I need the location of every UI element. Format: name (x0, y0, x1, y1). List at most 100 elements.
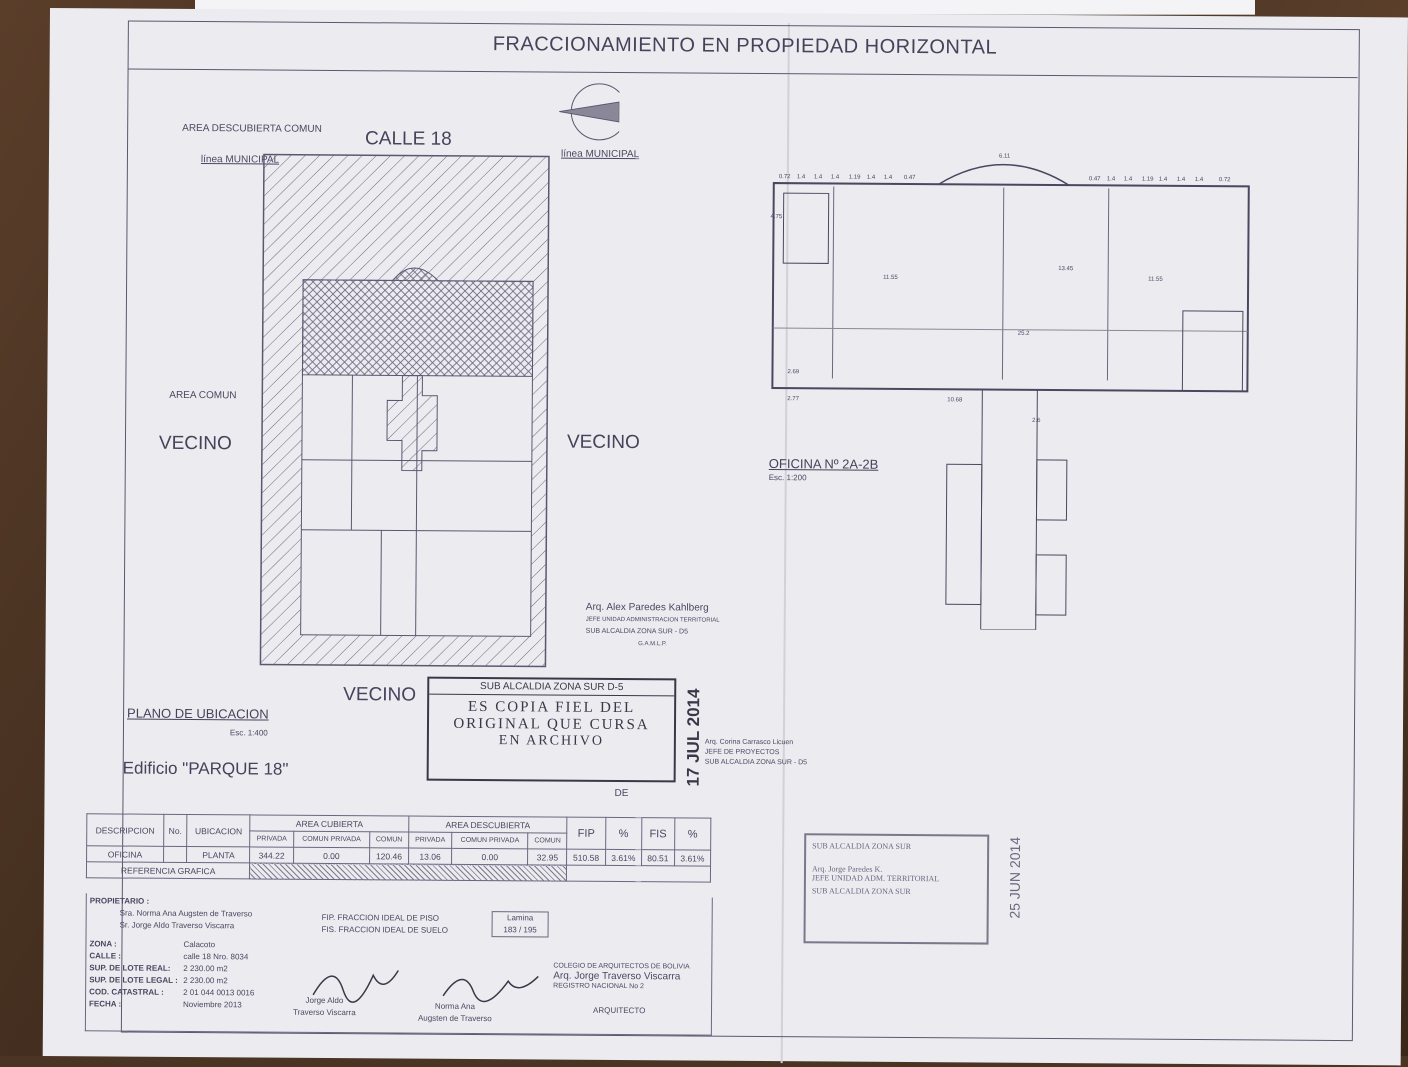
building-name: Edificio "PARQUE 18" (122, 758, 289, 779)
cell-privada: 344.22 (249, 846, 294, 864)
cell-pct1: 3.61% (605, 849, 642, 866)
street-label: CALLE 18 (365, 128, 452, 150)
stamp-de: DE (614, 787, 629, 800)
arq1-gamlp: G.A.M.L.P. (638, 641, 667, 648)
dimension-label: 1.4 (814, 174, 823, 180)
vecino-bottom-label: VECINO (343, 684, 417, 706)
th-area-descubierta: AREA DESCUBIERTA (408, 816, 568, 834)
th-comun2: COMUN (528, 832, 568, 850)
stamp-line1: SUB ALCALDIA ZONA SUR D-5 (429, 678, 675, 697)
owner2: Sr. Jorge Aldo Traverso Viscarra (119, 920, 235, 931)
referencia-empty (566, 865, 711, 883)
site-plan-title: PLANO DE UBICACION (127, 705, 269, 722)
th-fip: FIP (566, 817, 606, 850)
dimension-label: 25.2 (1018, 331, 1030, 337)
dimension-label: 0.72 (1219, 177, 1231, 183)
dimension-label: 1.4 (1159, 177, 1168, 183)
office-scale: Esc. 1:200 (768, 473, 807, 483)
site-plan-drawing (259, 153, 550, 668)
sup-real-label: SUP. DE LOTE REAL: (89, 963, 171, 973)
catastral-label: COD. CATASTRAL : (89, 987, 164, 997)
lamina-label: Lamina (507, 913, 534, 923)
dimension-label: 1.4 (1195, 177, 1204, 183)
sup-legal-label: SUP. DE LOTE LEGAL : (89, 975, 178, 985)
lamina-box: Lamina 183 / 195 (491, 911, 549, 938)
cell-fip: 510.58 (566, 849, 606, 866)
dimension-label: 1.4 (884, 175, 893, 181)
page-title: FRACCIONAMIENTO EN PROPIEDAD HORIZONTAL (492, 33, 998, 59)
stamp-line2: ES COPIA FIEL DEL (467, 698, 636, 717)
architect-reg: REGISTRO NACIONAL No 2 (553, 982, 644, 991)
area-descubierta-label: AREA DESCUBIERTA COMUN (182, 122, 322, 135)
referencia-grafica: REFERENCIA GRAFICA (86, 861, 250, 879)
dimension-label: 2.69 (787, 369, 799, 375)
dimension-label: 1.4 (797, 174, 806, 180)
received-stamp: SUB ALCALDIA ZONA SUR Arq. Jorge Paredes… (803, 833, 990, 945)
arq2-sub: SUB ALCALDIA ZONA SUR - D5 (704, 758, 808, 767)
th-comun: COMUN (369, 831, 409, 849)
th-ubicacion: UBICACION (186, 814, 251, 847)
zona-label: ZONA : (89, 939, 117, 949)
fis-legend: FIS. FRACCION IDEAL DE SUELO (321, 924, 449, 935)
site-plan-scale: Esc. 1:400 (229, 728, 268, 738)
sig2-sub: Augsten de Traverso (417, 1013, 492, 1024)
owner-block: PROPIETARIO : Sra. Norma Ana Augsten de … (90, 895, 290, 932)
cell-pct2: 3.61% (674, 849, 711, 867)
dimension-label: 2.77 (787, 396, 799, 402)
arq2-role: JEFE DE PROYECTOS (704, 748, 780, 757)
cell-privada2: 13.06 (408, 848, 452, 865)
stamp2-line3: JEFE UNIDAD ADM. TERRITORIAL (811, 873, 940, 884)
property-labels: ZONA : CALLE : SUP. DE LOTE REAL: SUP. D… (89, 938, 178, 1011)
fraction-legend: FIP. FRACCION IDEAL DE PISO FIS. FRACCIO… (322, 912, 449, 937)
cell-comun2: 32.95 (527, 848, 567, 866)
dimension-label: 0.47 (1089, 176, 1101, 182)
dimension-label: 4.75 (771, 214, 783, 220)
sup-legal-value: 2 230.00 m2 (183, 975, 228, 986)
fecha-value: Noviembre 2013 (183, 999, 242, 1010)
cell-ubicacion: PLANTA (186, 846, 251, 863)
document-sheet: FRACCIONAMIENTO EN PROPIEDAD HORIZONTAL … (42, 8, 1408, 1066)
stamp2-date: 25 JUN 2014 (1006, 836, 1024, 919)
north-arrow-icon (559, 83, 620, 141)
th-no: No. (163, 814, 188, 847)
dimension-label: 1.4 (1177, 177, 1186, 183)
dimension-label: 10.68 (947, 397, 963, 403)
area-table: DESCRIPCION No. UBICACION AREA CUBIERTA … (86, 813, 711, 883)
architect-block: COLEGIO DE ARQUITECTOS DE BOLIVIA Arq. J… (553, 962, 690, 1017)
sup-real-value: 2 230.00 m2 (183, 963, 228, 974)
cell-comun-privada2: 0.00 (451, 848, 529, 865)
dimension-label: 6.11 (999, 154, 1011, 160)
zona-value: Calacoto (183, 939, 216, 950)
dimension-label: 1.4 (1107, 176, 1116, 182)
th-fis: FIS (641, 817, 675, 850)
referencia-hatch (249, 862, 567, 882)
vecino-left-label: VECINO (158, 432, 232, 455)
handwritten-signatures (312, 970, 539, 1003)
lamina-value: 183 / 195 (503, 925, 537, 935)
th-comun-privada2: COMUN PRIVADA (451, 832, 529, 849)
dimension-label: 13.45 (1058, 266, 1074, 272)
copy-stamp: SUB ALCALDIA ZONA SUR D-5 ES COPIA FIEL … (426, 676, 677, 783)
catastral-value: 2 01 044 0013 0016 (183, 987, 255, 998)
stamp-line4: EN ARCHIVO (498, 733, 605, 749)
dimension-label: 1.4 (1124, 177, 1133, 183)
architect-label: ARQUITECTO (592, 1005, 646, 1016)
area-comun-label: AREA COMUN (169, 389, 237, 402)
stamp-date: 17 JUL 2014 (683, 688, 704, 787)
th-privada: PRIVADA (250, 830, 294, 848)
dimension-label: 0.72 (779, 174, 791, 180)
th-pct2: % (674, 817, 711, 851)
arq1-name: Arq. Alex Paredes Kahlberg (585, 601, 709, 614)
dimension-label: 2.6 (1032, 418, 1041, 424)
fecha-label: FECHA : (89, 999, 122, 1009)
property-values: Calacoto calle 18 Nro. 8034 2 230.00 m2 … (183, 939, 255, 1011)
arq2-block: Arq. Corina Carrasco Licuen JEFE DE PROY… (705, 738, 808, 769)
dimension-label: 11.55 (1148, 277, 1163, 283)
th-area-cubierta: AREA CUBIERTA (250, 814, 409, 833)
th-descripcion: DESCRIPCION (86, 813, 164, 847)
calle-value: calle 18 Nro. 8034 (183, 951, 249, 962)
arq2-name: Arq. Corina Carrasco Licuen (704, 738, 794, 747)
th-comun-privada: COMUN PRIVADA (293, 831, 370, 848)
arq1-block: Arq. Alex Paredes Kahlberg JEFE UNIDAD A… (586, 602, 720, 651)
